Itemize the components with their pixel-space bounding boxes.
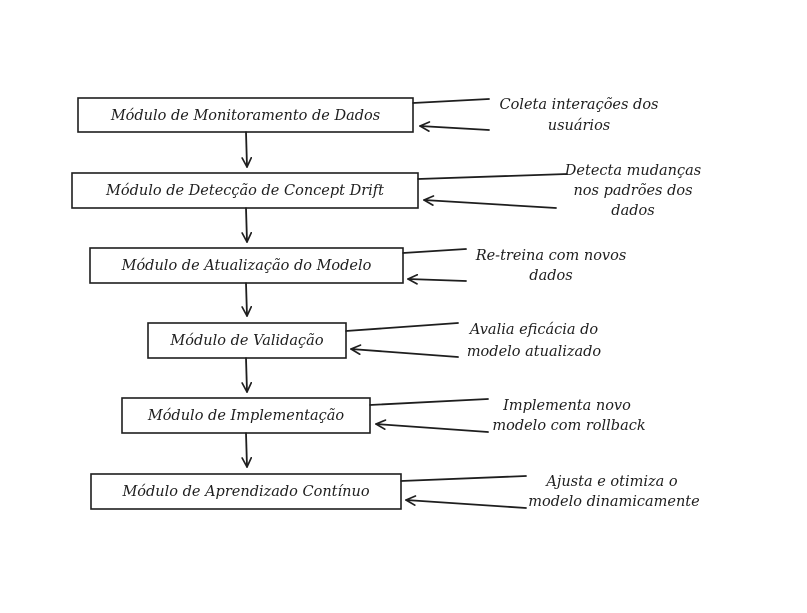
note-line: usuários [548,118,611,134]
note-line: dados [529,268,572,284]
note-line: dados [611,203,654,219]
note-return-arrow [423,195,557,209]
module-box [71,172,419,209]
module-atualizacao[interactable]: Módulo de Atualização do Modelo [89,247,404,284]
note-line: Detecta mudanças [564,163,701,179]
note-connector-line [369,398,489,406]
note-line: nos padrões dos [573,183,692,199]
note-connector-line [417,173,568,180]
note-line: Coleta interações dos [499,97,658,113]
note-line: modelo dinamicamente [528,494,699,510]
module-label: Módulo de Aprendizado Contínuo [121,484,369,500]
note-monitoramento: Coleta interações dos usuários [499,97,658,134]
module-aprendizado[interactable]: Módulo de Aprendizado Contínuo [90,473,402,510]
note-line: Avalia eficácia do [468,322,599,338]
note-validacao: Avalia eficácia do modelo atualizado [467,322,602,360]
module-box [147,322,347,359]
module-box [77,97,414,133]
module-label: Módulo de Monitoramento de Dados [110,108,380,124]
module-box [90,473,402,510]
note-return-arrow [350,344,459,358]
module-deteccao[interactable]: Módulo de Detecção de Concept Drift [71,172,419,209]
flow-arrow [241,207,253,243]
note-return-arrow [419,121,490,132]
note-return-arrow [405,495,527,509]
note-atualizacao: Re-treina com novos dados [475,248,627,284]
note-connector-line [345,322,459,332]
note-deteccao: Detecta mudanças nos padrões dos dados [564,163,701,219]
note-connector-line [412,98,490,104]
module-label: Módulo de Atualização do Modelo [121,258,372,274]
note-return-arrow [407,273,467,285]
module-monitoramento[interactable]: Módulo de Monitoramento de Dados [77,97,414,133]
module-validacao[interactable]: Módulo de Validação [147,322,347,359]
note-line: modelo atualizado [467,344,602,360]
note-connector-line [402,248,467,254]
note-line: Re-treina com novos [475,248,627,264]
flow-arrow [241,357,253,393]
note-implementacao: Implementa novo modelo com rollback [492,398,645,434]
note-line: modelo com rollback [492,418,645,434]
note-line: Ajusta e otimiza o [544,474,677,490]
module-label: Módulo de Detecção de Concept Drift [105,183,384,199]
note-line: Implementa novo [502,398,631,414]
note-connector-line [400,475,527,482]
module-implementacao[interactable]: Módulo de Implementação [121,397,371,434]
flow-arrow [241,432,253,468]
module-label: Módulo de Implementação [147,408,345,424]
flow-arrow [241,131,253,168]
flow-arrow [241,282,253,317]
module-label: Módulo de Validação [169,333,323,349]
note-aprendizado: Ajusta e otimiza o modelo dinamicamente [528,474,699,510]
note-return-arrow [375,419,489,433]
